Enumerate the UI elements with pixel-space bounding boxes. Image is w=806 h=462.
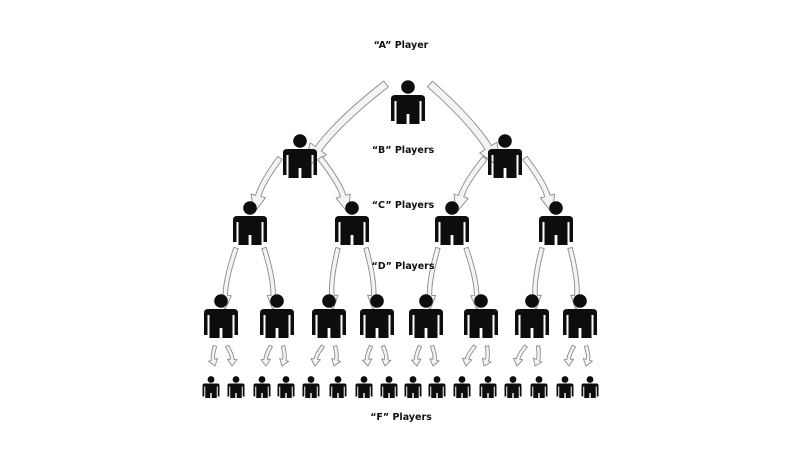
person-icon-c-1 <box>233 201 267 245</box>
person-icon-f-1 <box>202 376 220 398</box>
curved-arrow-icon-4 <box>317 155 351 214</box>
curved-arrow-icon-3 <box>250 155 283 214</box>
label-c-players: “C” Players <box>372 200 435 211</box>
person-icon-f-15 <box>556 376 574 398</box>
curved-arrow-icon-28 <box>533 345 543 367</box>
label-b-players: “B” Players <box>372 145 435 156</box>
curved-arrow-icon-22 <box>380 344 392 367</box>
curved-arrow-icon-16 <box>225 344 238 367</box>
person-icon-c-4 <box>539 201 573 245</box>
curved-arrow-icon-15 <box>208 345 219 367</box>
person-icon-f-13 <box>504 376 522 398</box>
curved-arrow-icon-11 <box>423 246 441 311</box>
person-icon-f-3 <box>253 376 271 398</box>
curved-arrow-icon-19 <box>310 344 325 367</box>
person-icon-f-5 <box>302 376 320 398</box>
person-icon-f-8 <box>380 376 398 398</box>
curved-arrow-icon-26 <box>482 345 492 367</box>
person-icon-f-12 <box>479 376 497 398</box>
curved-arrow-icon-7 <box>218 246 239 311</box>
person-icon-d-5 <box>409 294 443 338</box>
person-icon-c-2 <box>335 201 369 245</box>
person-icon-d-7 <box>515 294 549 338</box>
curved-arrow-icon-5 <box>453 155 488 214</box>
person-icon-f-6 <box>329 376 347 398</box>
curved-arrow-icon-20 <box>331 345 342 367</box>
curved-arrow-icon-24 <box>429 344 440 367</box>
label-a-player: “A” Player <box>374 40 429 51</box>
curved-arrow-icon-25 <box>461 344 477 367</box>
curved-arrow-icon-6 <box>522 155 556 214</box>
person-icon-f-16 <box>581 376 599 398</box>
person-icon-f-11 <box>453 376 471 398</box>
person-icon-f-2 <box>227 376 245 398</box>
curved-arrow-icon-18 <box>279 345 290 367</box>
curved-arrow-icon-23 <box>410 344 423 367</box>
person-icon-d-4 <box>360 294 394 338</box>
person-icon-d-3 <box>312 294 346 338</box>
label-d-players: “D” Players <box>372 261 435 272</box>
person-icon-d-6 <box>464 294 498 338</box>
person-icon-c-3 <box>435 201 469 245</box>
curved-arrow-icon-29 <box>563 344 576 367</box>
curved-arrow-icon-21 <box>361 344 374 367</box>
curved-arrow-icon-27 <box>512 344 528 367</box>
person-icon-f-9 <box>404 376 422 398</box>
person-icon-f-7 <box>355 376 373 398</box>
person-icon-d-2 <box>260 294 294 338</box>
person-icon-f-14 <box>530 376 548 398</box>
person-icon-f-10 <box>428 376 446 398</box>
person-icon-d-8 <box>563 294 597 338</box>
label-f-players: “F” Players <box>370 412 432 423</box>
person-icon-d-1 <box>204 294 238 338</box>
curved-arrow-icon-17 <box>260 344 273 367</box>
person-icon-f-4 <box>277 376 295 398</box>
curved-arrow-icon-30 <box>582 345 593 367</box>
person-icon-a-1 <box>391 80 425 124</box>
